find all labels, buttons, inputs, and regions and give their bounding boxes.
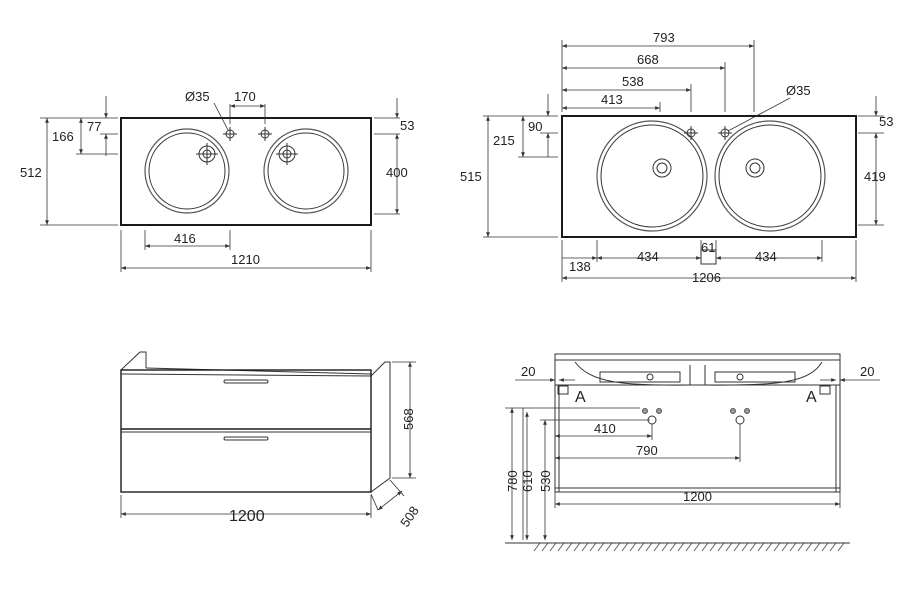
drain-b-left-inner	[656, 162, 668, 174]
dim-77-label: 77	[87, 119, 101, 134]
left-20-label: 20	[521, 364, 535, 379]
dim-90-label: 90	[528, 119, 542, 134]
depth-basin-label: 400	[386, 165, 408, 180]
section-marker-left: A	[575, 389, 586, 406]
hole-diameter-b-label: Ø35	[786, 83, 811, 98]
depth-basin-b-label: 419	[864, 169, 886, 184]
depth-label: 508	[397, 503, 422, 529]
h780-label: 780	[505, 470, 520, 492]
basin-b-left-inner	[600, 124, 704, 228]
section-view: 20 20 A A 780 610 530 410 790 1200	[505, 353, 880, 552]
dim-166-label: 166	[52, 129, 74, 144]
basin-left	[144, 128, 230, 214]
w668-label: 668	[637, 52, 659, 67]
hole-diameter-label: Ø35	[185, 89, 210, 104]
gap-label: 61	[701, 240, 715, 255]
basin-left-width-label: 434	[637, 249, 659, 264]
basin-top-outline	[120, 117, 372, 226]
x790-label: 790	[636, 443, 658, 458]
dim-53-b-label: 53	[879, 114, 893, 129]
cabinet-body	[120, 369, 372, 493]
dim-215-label: 215	[493, 133, 515, 148]
right-20-label: 20	[860, 364, 874, 379]
basin-left-inner	[148, 132, 226, 210]
width-label: 1210	[231, 252, 260, 267]
cabinet-section	[554, 384, 841, 493]
basin-top-outline-b	[561, 115, 857, 238]
floor-hatch	[533, 542, 845, 552]
front-view: 568 1200 508	[120, 351, 422, 530]
drain-b-right	[745, 158, 765, 178]
basin-offset-label: 416	[174, 231, 196, 246]
drawer-handle-bottom	[223, 436, 269, 441]
h610-label: 610	[520, 470, 535, 492]
basin-b-right-inner	[718, 124, 822, 228]
basin-right	[263, 128, 349, 214]
countertop-profile	[554, 353, 841, 361]
top-view-a: Ø35 170 512 166 77 53 400 416	[20, 89, 414, 272]
drawer-handle-top	[223, 379, 269, 384]
hole-spacing-label: 170	[234, 89, 256, 104]
width-section-label: 1200	[683, 489, 712, 504]
drain-b-right-inner	[749, 162, 761, 174]
w538-label: 538	[622, 74, 644, 89]
basin-right-inner	[267, 132, 345, 210]
basin-b-right	[714, 120, 826, 232]
dim-53-label: 53	[400, 118, 414, 133]
height-label: 568	[401, 408, 416, 430]
width-front-label: 1200	[229, 508, 265, 525]
section-marker-right: A	[806, 389, 817, 406]
h530-label: 530	[538, 470, 553, 492]
basin-right-width-label: 434	[755, 249, 777, 264]
x410-label: 410	[594, 421, 616, 436]
depth-total-b-label: 515	[460, 169, 482, 184]
w413-label: 413	[601, 92, 623, 107]
width-b-label: 1206	[692, 270, 721, 285]
basin-b-left	[596, 120, 708, 232]
top-view-b: 793 668 538 413 Ø35 515 215 90 53 419	[460, 30, 893, 285]
depth-total-label: 512	[20, 165, 42, 180]
drain-b-left	[652, 158, 672, 178]
w793-label: 793	[653, 30, 675, 45]
edge-label: 138	[569, 259, 591, 274]
